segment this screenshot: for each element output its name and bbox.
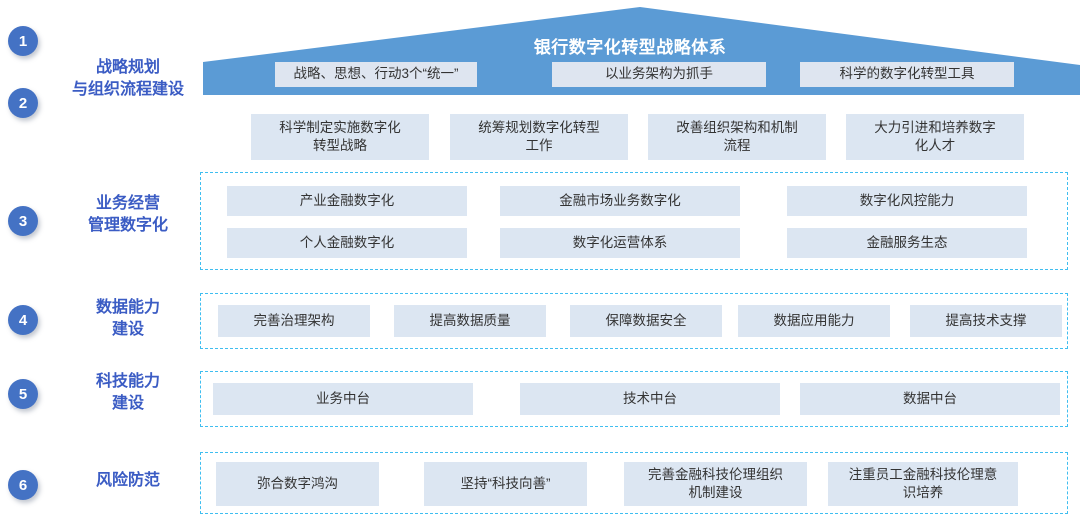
data-chip-1[interactable]: 完善治理架构 [218,305,370,337]
strategy-chip-3[interactable]: 改善组织架构和机制 流程 [648,114,826,160]
stage-label-tech: 科技能力 建设 [95,373,160,412]
stage-label-data: 数据能力 建设 [95,299,160,338]
badge-number: 4 [18,311,28,329]
stage-label-strategy: 战略规划 与组织流程建设 [71,59,184,98]
tech-chip-2[interactable]: 技术中台 [520,383,780,415]
pyramid-chip-3[interactable]: 科学的数字化转型工具 [800,62,1014,87]
badge-4: 4 [8,305,38,335]
data-chip-3[interactable]: 保障数据安全 [570,305,722,337]
risk-chip-3[interactable]: 完善金融科技伦理组织 机制建设 [624,462,807,506]
business-chip-2[interactable]: 金融市场业务数字化 [500,186,740,216]
panel-risk [200,452,1068,514]
business-chip-4[interactable]: 个人金融数字化 [227,228,467,258]
data-chip-2[interactable]: 提高数据质量 [394,305,546,337]
badge-number: 1 [18,32,28,50]
badge-6: 6 [8,470,38,500]
badge-number: 2 [18,94,28,112]
strategy-chip-4[interactable]: 大力引进和培养数字 化人才 [846,114,1024,160]
risk-chip-2[interactable]: 坚持“科技向善” [424,462,587,506]
tech-chip-3[interactable]: 数据中台 [800,383,1060,415]
business-chip-5[interactable]: 数字化运营体系 [500,228,740,258]
pyramid-chip-1[interactable]: 战略、思想、行动3个“统一” [275,62,477,87]
business-chip-3[interactable]: 数字化风控能力 [787,186,1027,216]
badge-2: 2 [8,88,38,118]
panel-business [200,172,1068,270]
stage-label-business: 业务经营 管理数字化 [87,195,168,234]
badge-3: 3 [8,206,38,236]
business-chip-1[interactable]: 产业金融数字化 [227,186,467,216]
badge-number: 3 [18,212,28,230]
badge-5: 5 [8,379,38,409]
stage-label-risk: 风险防范 [95,472,160,489]
strategy-chip-1[interactable]: 科学制定实施数字化 转型战略 [251,114,429,160]
risk-chip-1[interactable]: 弥合数字鸿沟 [216,462,379,506]
panel-tech [200,371,1068,427]
data-chip-4[interactable]: 数据应用能力 [738,305,890,337]
badge-1: 1 [8,26,38,56]
data-chip-5[interactable]: 提高技术支撑 [910,305,1062,337]
business-chip-6[interactable]: 金融服务生态 [787,228,1027,258]
panel-data [200,293,1068,349]
diagram-title: 银行数字化转型战略体系 [533,38,727,57]
badge-number: 5 [18,385,28,403]
badge-number: 6 [18,476,28,494]
strategy-chip-2[interactable]: 统筹规划数字化转型 工作 [450,114,628,160]
pyramid-chip-2[interactable]: 以业务架构为抓手 [552,62,766,87]
risk-chip-4[interactable]: 注重员工金融科技伦理意 识培养 [828,462,1018,506]
tech-chip-1[interactable]: 业务中台 [213,383,473,415]
